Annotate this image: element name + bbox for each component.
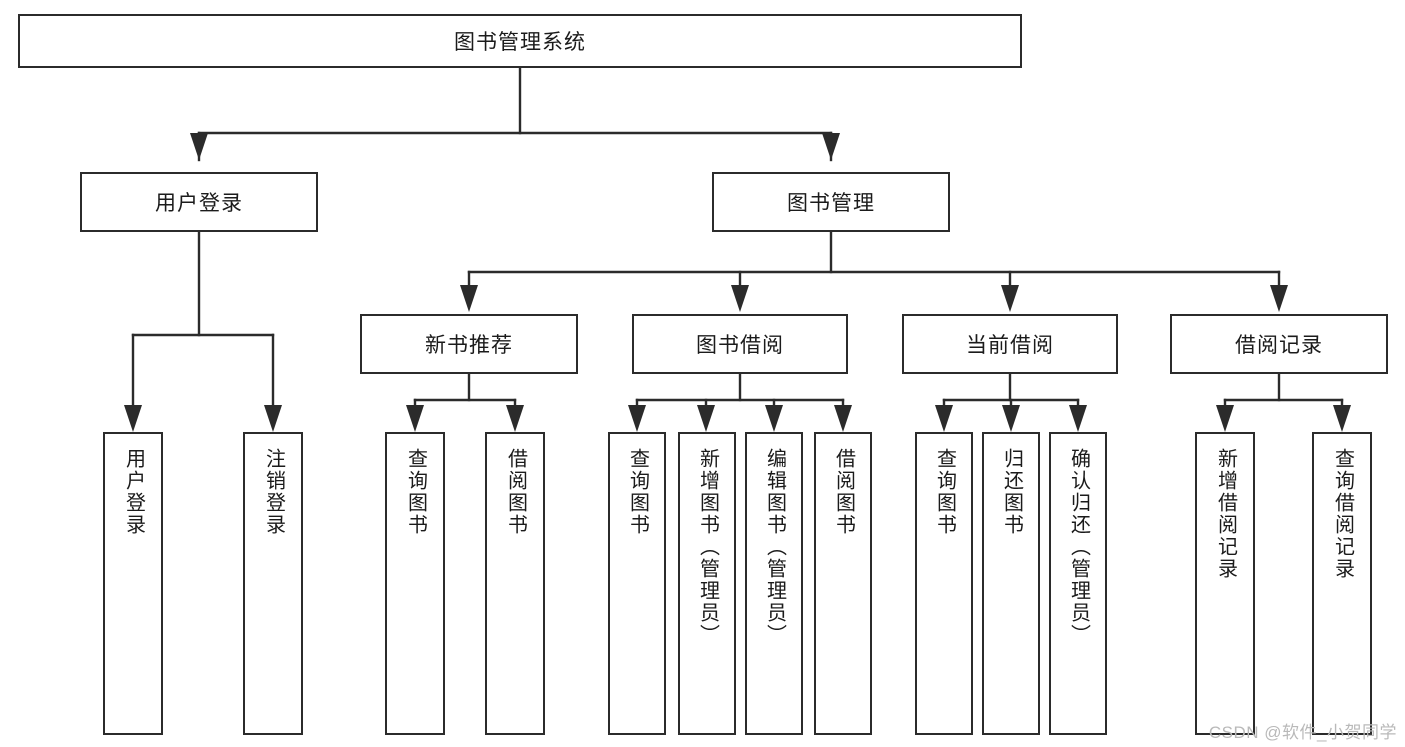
leaf-book-borrow-edit[interactable]: 编辑图书（管理员） xyxy=(745,432,803,735)
node-label: 查询图书 xyxy=(626,448,649,536)
leaf-user-login-login[interactable]: 用户登录 xyxy=(103,432,163,735)
leaf-current-borrow-query[interactable]: 查询图书 xyxy=(915,432,973,735)
leaf-new-book-borrow[interactable]: 借阅图书 xyxy=(485,432,545,735)
node-root-system[interactable]: 图书管理系统 xyxy=(18,14,1022,68)
node-label: 确认归还（管理员） xyxy=(1067,448,1090,646)
node-label: 新书推荐 xyxy=(425,334,513,357)
node-label: 查询图书 xyxy=(933,448,956,536)
leaf-borrow-record-query[interactable]: 查询借阅记录 xyxy=(1312,432,1372,735)
node-book-management[interactable]: 图书管理 xyxy=(712,172,950,232)
leaf-book-borrow-query[interactable]: 查询图书 xyxy=(608,432,666,735)
node-label: 借阅图书 xyxy=(504,448,527,536)
leaf-new-book-query[interactable]: 查询图书 xyxy=(385,432,445,735)
node-current-borrow[interactable]: 当前借阅 xyxy=(902,314,1118,374)
leaf-current-borrow-confirm-return[interactable]: 确认归还（管理员） xyxy=(1049,432,1107,735)
watermark-text: CSDN @软件_小贺同学 xyxy=(1208,723,1397,742)
leaf-book-borrow-borrow[interactable]: 借阅图书 xyxy=(814,432,872,735)
node-label: 图书借阅 xyxy=(696,334,784,357)
node-label: 图书管理系统 xyxy=(454,31,586,54)
leaf-book-borrow-add[interactable]: 新增图书（管理员） xyxy=(678,432,736,735)
node-borrow-record[interactable]: 借阅记录 xyxy=(1170,314,1388,374)
node-label: 注销登录 xyxy=(262,448,285,536)
node-book-borrow[interactable]: 图书借阅 xyxy=(632,314,848,374)
leaf-user-login-logout[interactable]: 注销登录 xyxy=(243,432,303,735)
node-label: 新增借阅记录 xyxy=(1214,448,1237,580)
node-label: 当前借阅 xyxy=(966,334,1054,357)
node-user-login[interactable]: 用户登录 xyxy=(80,172,318,232)
node-label: 借阅记录 xyxy=(1235,334,1323,357)
node-label: 新增图书（管理员） xyxy=(696,448,719,646)
node-label: 编辑图书（管理员） xyxy=(763,448,786,646)
node-label: 用户登录 xyxy=(122,448,145,536)
node-label: 查询借阅记录 xyxy=(1331,448,1354,580)
node-label: 归还图书 xyxy=(1000,448,1023,536)
node-new-book-recommend[interactable]: 新书推荐 xyxy=(360,314,578,374)
node-label: 用户登录 xyxy=(155,192,243,215)
leaf-borrow-record-add[interactable]: 新增借阅记录 xyxy=(1195,432,1255,735)
node-label: 图书管理 xyxy=(787,192,875,215)
node-label: 查询图书 xyxy=(404,448,427,536)
node-label: 借阅图书 xyxy=(832,448,855,536)
leaf-current-borrow-return[interactable]: 归还图书 xyxy=(982,432,1040,735)
